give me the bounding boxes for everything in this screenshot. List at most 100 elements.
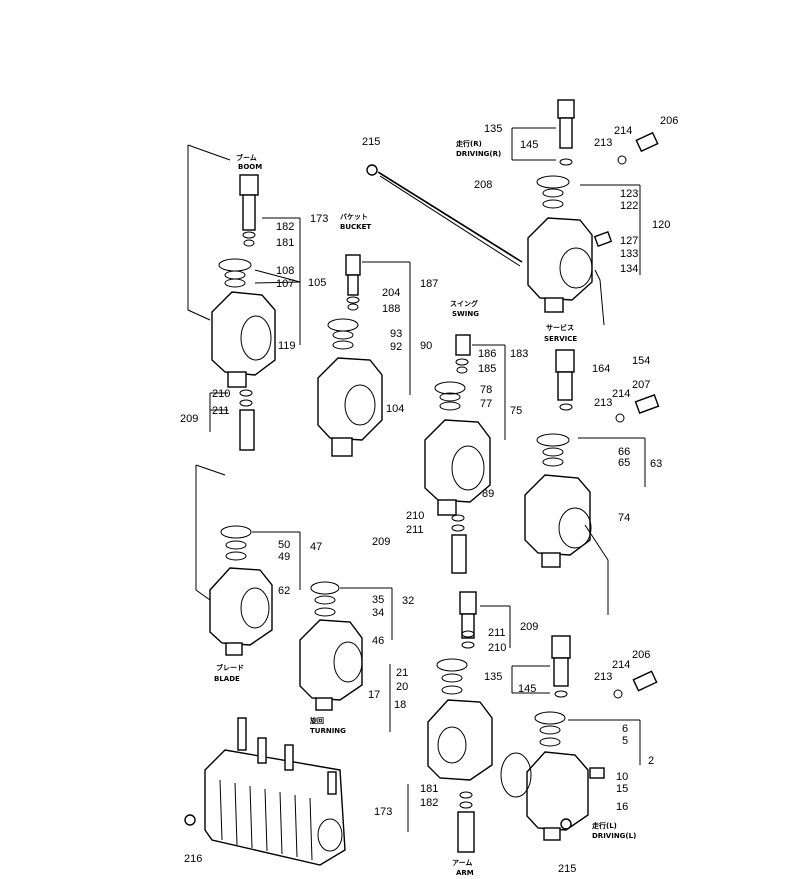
part-20: 20 [396,681,408,693]
part-6: 6 [622,723,628,735]
part-210: 210 [212,388,230,400]
part-135b: 135 [484,671,502,683]
driving-l-section [500,635,658,841]
part-77: 77 [480,398,492,410]
label-driving-l-jp: 走行(L) [592,821,617,830]
part-145b: 145 [518,683,536,695]
label-bucket-jp: バケット [340,213,368,221]
part-74: 74 [618,512,630,524]
bucket-section [317,254,411,457]
label-swing-en: SWING [452,310,479,318]
part-186: 186 [478,348,496,360]
part-122: 122 [620,200,638,212]
part-206b: 206 [632,649,650,661]
part-211: 211 [212,405,230,417]
part-75: 75 [510,405,522,417]
part-127: 127 [620,235,638,247]
part-213c: 213 [594,671,612,683]
part-119: 119 [278,340,296,352]
driving-r-section [511,99,659,326]
part-188: 188 [382,303,400,315]
part-181: 181 [276,237,294,249]
part-206: 206 [660,115,678,127]
part-185: 185 [478,363,496,375]
part-17: 17 [368,689,380,701]
label-blade-jp: ブレード [216,663,244,672]
label-service-jp: サービス [546,323,574,332]
label-arm-jp: アーム [452,859,472,867]
blade-section [195,464,301,656]
part-216: 216 [184,853,202,865]
tie-rod-208 [366,164,523,267]
part-214c: 214 [612,659,630,671]
part-204: 204 [382,287,400,299]
label-swing-jp: スイング [450,299,478,308]
part-93: 93 [390,328,402,340]
part-173b: 173 [374,806,392,818]
label-boom-jp: ブーム [236,153,257,162]
label-driving-l-en: DRIVING(L) [592,832,636,840]
label-driving-r-en: DRIVING(R) [456,150,501,158]
boom-section [187,144,301,451]
part-62: 62 [278,585,290,597]
part-183: 183 [510,348,528,360]
part-2: 2 [648,755,654,767]
part-5: 5 [622,735,628,747]
part-49: 49 [278,551,290,563]
part-182b: 182 [420,797,438,809]
swing-section [424,334,506,574]
part-78: 78 [480,384,492,396]
part-209b: 209 [372,536,390,548]
part-213: 213 [594,137,612,149]
part-207: 207 [632,379,650,391]
label-arm-en: ARM [456,869,474,877]
part-63: 63 [650,458,662,470]
part-105: 105 [308,277,326,289]
turning-section [299,581,393,711]
part-35: 35 [372,594,384,606]
part-214b: 214 [612,388,630,400]
part-208: 208 [474,179,492,191]
part-104: 104 [386,403,404,415]
part-16: 16 [616,801,628,813]
part-133: 133 [620,248,638,260]
arm-section [389,591,511,853]
part-50: 50 [278,539,290,551]
part-66: 66 [618,446,630,458]
part-209c: 209 [520,621,538,633]
part-214: 214 [614,125,632,137]
part-21: 21 [396,667,408,679]
part-46: 46 [372,635,384,647]
part-18: 18 [394,699,406,711]
part-92: 92 [390,341,402,353]
part-145: 145 [520,139,538,151]
part-135: 135 [484,123,502,135]
part-173: 173 [310,213,328,225]
part-47: 47 [310,541,322,553]
part-134: 134 [620,263,638,275]
label-bucket-en: BUCKET [340,223,371,231]
part-210b: 210 [406,510,424,522]
part-211b: 211 [406,524,424,536]
label-service-en: SERVICE [544,335,577,343]
part-108: 108 [276,265,294,277]
part-123: 123 [620,188,638,200]
service-section [524,349,660,615]
label-boom-en: BOOM [238,163,262,171]
part-182: 182 [276,221,294,233]
part-65: 65 [618,457,630,469]
part-107: 107 [276,278,294,290]
label-driving-r-jp: 走行(R) [456,139,482,148]
part-215: 215 [362,136,380,148]
part-89: 89 [482,488,494,500]
part-213b: 213 [594,397,612,409]
part-164: 164 [592,363,610,375]
part-120: 120 [652,219,670,231]
part-187: 187 [420,278,438,290]
part-210c: 210 [488,642,506,654]
part-10: 10 [616,771,628,783]
section-labels: ブーム BOOM バケット BUCKET スイング SWING サービス SER… [214,139,636,877]
part-32: 32 [402,595,414,607]
